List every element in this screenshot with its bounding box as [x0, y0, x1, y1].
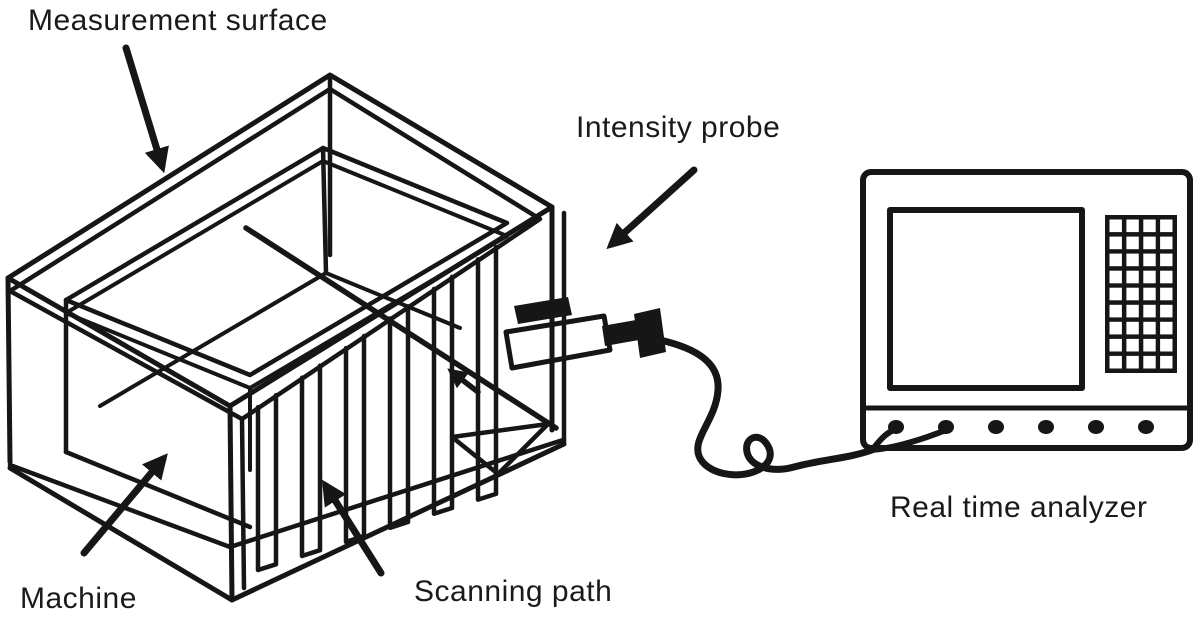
- keypad-key: [1160, 270, 1173, 284]
- label-real-time-analyzer: Real time analyzer: [890, 491, 1147, 524]
- keypad-key: [1143, 253, 1156, 267]
- analyzer-screen: [887, 207, 1085, 391]
- analyzer-knob: [1138, 420, 1154, 434]
- keypad-key: [1143, 270, 1156, 284]
- machine-box: [63, 145, 510, 530]
- label-intensity-probe: Intensity probe: [576, 111, 780, 144]
- keypad-key: [1109, 270, 1122, 284]
- keypad-key: [1126, 270, 1139, 284]
- keypad-key: [1143, 338, 1156, 352]
- keypad-key: [1126, 287, 1139, 301]
- keypad-key: [1160, 355, 1173, 369]
- analyzer-knob: [988, 420, 1004, 434]
- keypad-key: [1160, 236, 1173, 250]
- keypad-key: [1160, 304, 1173, 318]
- keypad-key: [1160, 321, 1173, 335]
- keypad-key: [1143, 304, 1156, 318]
- probe-grip: [514, 297, 572, 324]
- keypad-key: [1143, 287, 1156, 301]
- analyzer-knob: [1088, 420, 1104, 434]
- analyzer-knob: [1038, 420, 1054, 434]
- scan-strip: [255, 392, 279, 573]
- label-measurement-surface: Measurement surface: [28, 4, 328, 37]
- scan-direction-arrowhead: [447, 368, 481, 395]
- analyzer-keypad: [1105, 215, 1177, 373]
- analyzer-knob: [938, 420, 954, 434]
- keypad-key: [1126, 219, 1139, 233]
- keypad-key: [1143, 236, 1156, 250]
- scan-strip: [299, 363, 323, 559]
- probe-connector: [634, 308, 666, 358]
- intensity-probe: [503, 297, 666, 371]
- scan-strip: [387, 304, 411, 531]
- keypad-key: [1109, 236, 1122, 250]
- real-time-analyzer: [860, 169, 1193, 451]
- analyzer-knob: [888, 420, 904, 434]
- keypad-key: [1126, 253, 1139, 267]
- keypad-key: [1109, 253, 1122, 267]
- keypad-key: [1160, 287, 1173, 301]
- keypad-key: [1143, 355, 1156, 369]
- scan-fold: [449, 421, 551, 477]
- label-scanning-path: Scanning path: [414, 575, 612, 608]
- label-machine: Machine: [20, 582, 137, 615]
- keypad-key: [1160, 219, 1173, 233]
- analyzer-case: [860, 169, 1193, 451]
- analyzer-knobs: [888, 420, 1154, 434]
- arrow-scanning-path: [321, 479, 385, 577]
- keypad-key: [1126, 338, 1139, 352]
- arrow-measurement-surface: [122, 44, 169, 174]
- annotation-arrows: [80, 44, 698, 577]
- keypad-key: [1126, 304, 1139, 318]
- measurement-surface-box: [5, 72, 567, 603]
- keypad-key: [1126, 236, 1139, 250]
- keypad-key: [1126, 355, 1139, 369]
- keypad-key: [1143, 321, 1156, 335]
- keypad-key: [1109, 287, 1122, 301]
- keypad-key: [1160, 253, 1173, 267]
- annotation-labels: Measurement surface Intensity probe Mach…: [20, 4, 1147, 615]
- scan-strip: [343, 333, 367, 545]
- keypad-key: [1143, 219, 1156, 233]
- arrow-machine: [80, 453, 168, 557]
- probe-body: [503, 313, 613, 371]
- keypad-key: [1109, 304, 1122, 318]
- keypad-key: [1109, 219, 1122, 233]
- keypad-key: [1109, 338, 1122, 352]
- probe-stem: [602, 320, 639, 346]
- keypad-key: [1109, 355, 1122, 369]
- keypad-key: [1160, 338, 1173, 352]
- keypad-key: [1109, 321, 1122, 335]
- scan-strip: [431, 274, 455, 516]
- arrow-intensity-probe: [606, 166, 698, 250]
- scan-direction-line: [243, 225, 559, 477]
- keypad-key: [1126, 321, 1139, 335]
